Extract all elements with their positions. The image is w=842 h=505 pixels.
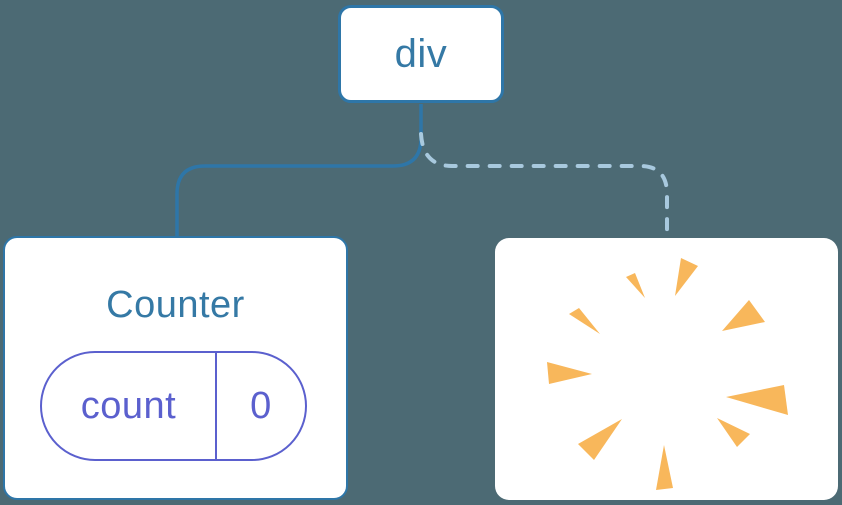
state-key-label: count xyxy=(80,384,177,427)
connector-solid-line xyxy=(175,104,423,236)
component-title: Counter xyxy=(106,284,245,326)
state-value-cell: 0 xyxy=(217,353,305,459)
counter-component-card: Counter count 0 xyxy=(3,236,348,500)
removed-component-card xyxy=(495,238,838,500)
root-node-label: div xyxy=(394,31,448,76)
state-value-label: 0 xyxy=(250,384,272,427)
state-key-cell: count xyxy=(42,353,217,459)
poof-icon xyxy=(547,258,788,490)
root-node-div: div xyxy=(338,5,504,103)
state-pill: count 0 xyxy=(40,351,307,461)
connector-dashed-line xyxy=(419,132,669,240)
